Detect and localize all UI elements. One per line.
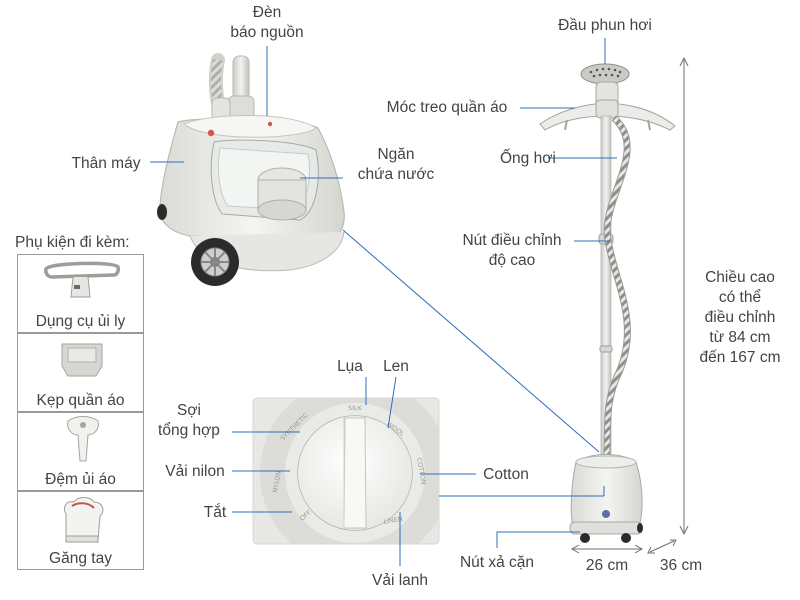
label-power-light: Đèn báo nguồn	[230, 4, 304, 41]
accessory-glove: Găng tay	[17, 491, 144, 570]
label-wool: Len	[383, 358, 409, 375]
label-drain-button: Nút xả cặn	[459, 554, 535, 571]
label-off: Tắt	[203, 504, 227, 521]
label-silk: Lụa	[337, 358, 363, 375]
label-steam-head: Đầu phun hơi	[558, 17, 652, 34]
accessory-crease-tool: Dụng cụ ủi ly	[17, 254, 144, 333]
dial-mark-nylon: NYLON	[271, 470, 283, 493]
label-height-button: Nút điều chỉnh độ cao	[462, 232, 562, 269]
accessory-label: Găng tay	[49, 550, 112, 567]
label-synthetic: Sợi tổng hợp	[158, 402, 220, 439]
steamer-body-closeup	[157, 53, 345, 286]
label-water-tank: Ngăn chứa nước	[357, 146, 435, 183]
accessories-title: Phụ kiện đi kèm:	[15, 234, 130, 251]
label-width-26: 26 cm	[585, 557, 629, 574]
accessory-label: Kẹp quần áo	[36, 392, 125, 409]
label-cotton: Cotton	[483, 466, 529, 483]
dial-mark-silk: SILK	[348, 404, 363, 412]
glove-icon	[63, 497, 104, 543]
label-linen: Vải lanh	[371, 572, 428, 589]
dial-closeup: SILK WOOL COTTON LINEN OFF NYLON SYNTHET…	[252, 397, 440, 545]
label-adjustable-height: Chiều cao có thể điều chỉnh từ 84 cm đến…	[699, 269, 781, 366]
accessory-label: Đệm ủi áo	[45, 471, 116, 488]
label-steam-hose: Ống hơi	[500, 150, 556, 167]
ironing-pad-icon	[67, 416, 99, 462]
clothes-clip-icon	[61, 343, 103, 377]
accessory-ironing-pad: Đệm ủi áo	[17, 412, 144, 491]
accessory-clothes-clip: Kẹp quần áo	[17, 333, 144, 412]
dimension-lines	[570, 56, 689, 554]
label-hanger: Móc treo quần áo	[386, 99, 508, 116]
label-nylon: Vải nilon	[165, 463, 225, 480]
crease-tool-icon	[44, 261, 120, 298]
steamer-full	[539, 63, 676, 543]
label-depth-36: 36 cm	[659, 557, 703, 574]
leader-lines	[150, 38, 617, 566]
dial-mark-linen: LINEN	[383, 515, 404, 526]
label-body: Thân máy	[71, 155, 141, 172]
accessory-label: Dụng cụ ủi ly	[35, 313, 126, 330]
